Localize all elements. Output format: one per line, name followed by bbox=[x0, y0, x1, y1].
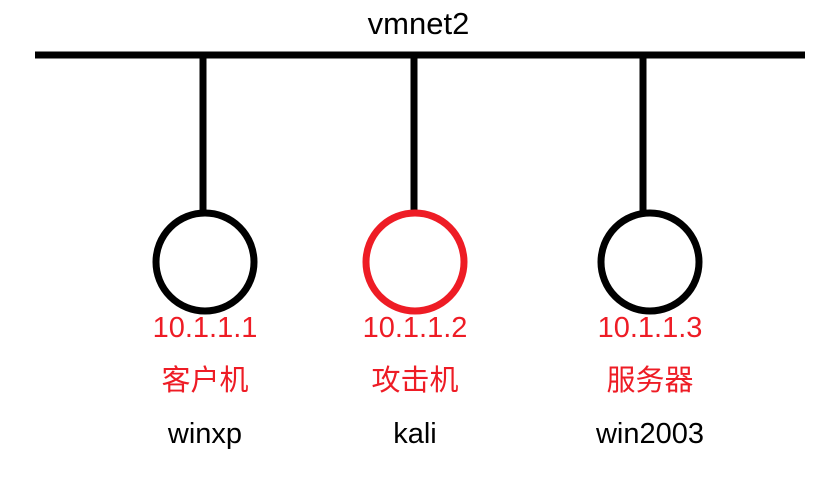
node-ip-client: 10.1.1.1 bbox=[152, 312, 258, 344]
node-circle-server[interactable] bbox=[597, 209, 703, 315]
node-os-attacker: kali bbox=[393, 418, 437, 450]
node-circle-attacker[interactable] bbox=[362, 209, 468, 315]
node-role-server: 服务器 bbox=[606, 365, 694, 397]
node-label-group-server: 10.1.1.3 服务器 win2003 bbox=[530, 314, 770, 449]
node-os-server: win2003 bbox=[595, 418, 705, 450]
node-ip-attacker: 10.1.1.2 bbox=[362, 312, 468, 344]
node-role-attacker: 攻击机 bbox=[371, 365, 459, 397]
node-os-client: winxp bbox=[167, 418, 243, 450]
node-circle-client[interactable] bbox=[152, 209, 258, 315]
node-role-client: 客户机 bbox=[161, 365, 249, 397]
network-title: vmnet2 bbox=[367, 6, 470, 41]
node-label-group-attacker: 10.1.1.2 攻击机 kali bbox=[295, 314, 535, 449]
node-ip-server: 10.1.1.3 bbox=[597, 312, 703, 344]
node-label-group-client: 10.1.1.1 客户机 winxp bbox=[85, 314, 325, 449]
